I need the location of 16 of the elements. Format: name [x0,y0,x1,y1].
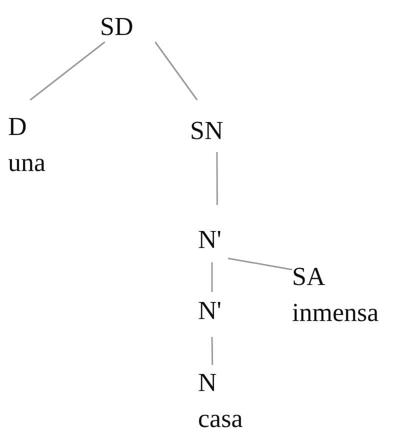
category-label: N' [198,296,222,326]
category-label: N' [198,225,222,255]
tree-branch [211,262,213,292]
category-label: N [198,368,218,398]
word-label: una [8,148,47,178]
category-label: SN [190,116,224,146]
tree-branch [211,336,214,366]
tree-branch [216,152,218,205]
tree-branch [30,41,106,101]
word-label: inmensa [292,298,380,328]
tree-branch [154,42,198,100]
category-label: SD [100,12,134,42]
category-label: D [8,112,28,142]
word-label: casa [198,404,244,434]
category-label: SA [292,262,326,292]
tree-branch [228,258,292,270]
